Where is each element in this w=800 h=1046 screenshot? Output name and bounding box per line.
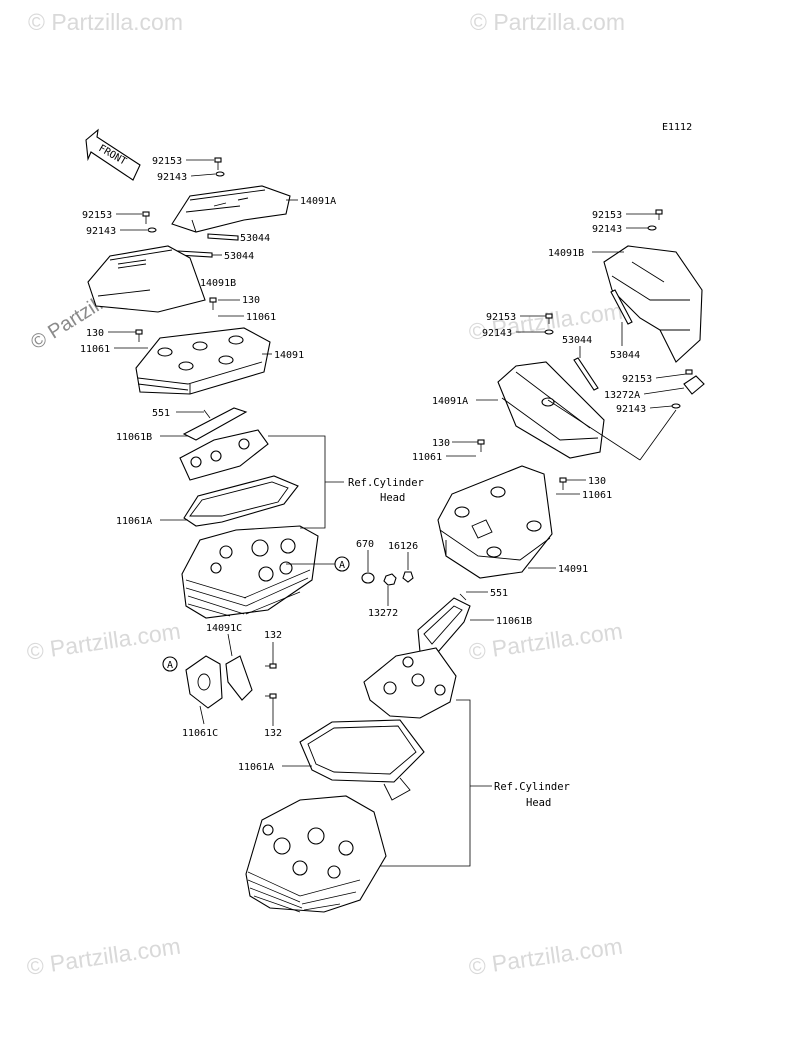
- watermark: © Partzilla.com: [28, 9, 183, 35]
- part-label: 11061: [80, 344, 110, 355]
- head-cover-14091: [135, 327, 271, 395]
- part-label: 53044: [240, 233, 270, 244]
- washer-92143-icon: [544, 329, 554, 335]
- part-label: 130: [588, 476, 606, 487]
- part-label: 92153: [622, 374, 652, 385]
- bolt-92153-icon: [655, 209, 663, 220]
- watermark: © Partzilla.com: [467, 933, 624, 980]
- svg-text:A: A: [339, 560, 345, 571]
- part-label: 130: [86, 328, 104, 339]
- part-label: 11061: [246, 312, 276, 323]
- part-label: 14091: [274, 350, 304, 361]
- part-label: 53044: [562, 335, 592, 346]
- rear-cylinder-labels: 92153 92143 14091B 92153 92143 53044 530…: [238, 210, 687, 867]
- bolt-132-icon: [265, 663, 277, 669]
- bolt-130-icon: [209, 297, 217, 310]
- cover-14091a: [171, 185, 291, 233]
- ref-cylinder-head-label: Ref.Cylinder: [494, 781, 570, 793]
- oring-670: [361, 572, 375, 584]
- part-label: 92153: [82, 210, 112, 221]
- cover-14091a: [497, 361, 605, 459]
- head-cover-14091: [437, 465, 553, 579]
- bolt-92153-icon: [214, 157, 222, 170]
- callout-a: [162, 656, 178, 672]
- part-label: 92153: [486, 312, 516, 323]
- part-label: 11061A: [238, 762, 274, 773]
- cover-14091b: [603, 245, 703, 363]
- part-label: 92143: [157, 172, 187, 183]
- rear-cylinder-assembly: [245, 209, 705, 913]
- part-label: 132: [264, 630, 282, 641]
- rod-53044: [573, 357, 599, 391]
- part-label: 11061B: [496, 616, 532, 627]
- part-label: 14091C: [206, 623, 242, 634]
- watermark: © Partzilla.com: [25, 618, 182, 665]
- part-label: 11061B: [116, 432, 152, 443]
- cover-11061c: [185, 655, 223, 709]
- gasket-11061b: [182, 407, 248, 441]
- plug-16126: [402, 571, 414, 583]
- bolt-92153-icon: [685, 369, 693, 375]
- ref-cylinder-head-label: Head: [526, 797, 551, 809]
- part-label: 14091B: [548, 248, 584, 259]
- ref-cylinder-head-label: Head: [380, 492, 405, 504]
- part-label: 53044: [224, 251, 254, 262]
- fitting-13272a: [683, 375, 705, 395]
- part-label: 92143: [592, 224, 622, 235]
- rocker-assembly: [363, 647, 457, 719]
- part-label: 92143: [482, 328, 512, 339]
- part-label: 53044: [610, 350, 640, 361]
- part-label: 132: [264, 728, 282, 739]
- bolt-132-icon: [265, 693, 277, 699]
- washer-92143-icon: [147, 227, 157, 233]
- part-label: 551: [152, 408, 170, 419]
- plug-13272: [383, 573, 397, 586]
- part-label: 13272A: [604, 390, 640, 401]
- part-label: 14091: [558, 564, 588, 575]
- front-cylinder-labels: 92153 92143 14091A 92153 92143 53044 530…: [80, 156, 424, 739]
- washer-92143-icon: [215, 171, 225, 177]
- part-label: 11061: [582, 490, 612, 501]
- front-cylinder-assembly: A A: [87, 157, 414, 709]
- watermark: © Partzilla.com: [467, 618, 624, 665]
- cylinder-head: [245, 795, 387, 913]
- diagram-code: E1112: [662, 122, 692, 133]
- gasket-11061a: [183, 475, 299, 527]
- washer-92143-icon: [647, 225, 657, 231]
- cover-14091c: [225, 655, 253, 701]
- svg-text:A: A: [167, 660, 173, 671]
- part-label: 11061A: [116, 516, 152, 527]
- part-label: 11061: [412, 452, 442, 463]
- rod-53044: [610, 289, 633, 325]
- part-label: 551: [490, 588, 508, 599]
- part-label: 14091A: [300, 196, 336, 207]
- bolt-130-icon: [559, 477, 567, 490]
- gasket-11061b: [417, 597, 471, 653]
- part-label: 92143: [616, 404, 646, 415]
- watermark: © Partzilla.com: [25, 933, 182, 980]
- bolt-130-icon: [135, 329, 143, 342]
- part-label: 11061C: [182, 728, 218, 739]
- part-label: 130: [432, 438, 450, 449]
- part-label: 14091A: [432, 396, 468, 407]
- rod-53044: [207, 233, 239, 241]
- cover-14091b: [87, 245, 206, 313]
- ref-cylinder-head-label: Ref.Cylinder: [348, 477, 424, 489]
- bolt-130-icon: [477, 439, 485, 452]
- part-label: 130: [242, 295, 260, 306]
- front-arrow-icon: FRONT: [85, 128, 141, 181]
- washer-92143-icon: [671, 403, 681, 409]
- part-label: 92153: [592, 210, 622, 221]
- part-label: 14091B: [200, 278, 236, 289]
- part-label: 13272: [368, 608, 398, 619]
- bolt-92153-icon: [142, 211, 150, 224]
- part-label: 92143: [86, 226, 116, 237]
- watermark: © Partzilla.com: [470, 9, 625, 35]
- part-label: 670: [356, 539, 374, 550]
- part-label: 92153: [152, 156, 182, 167]
- part-label: 16126: [388, 541, 418, 552]
- gasket-11061a: [299, 719, 425, 783]
